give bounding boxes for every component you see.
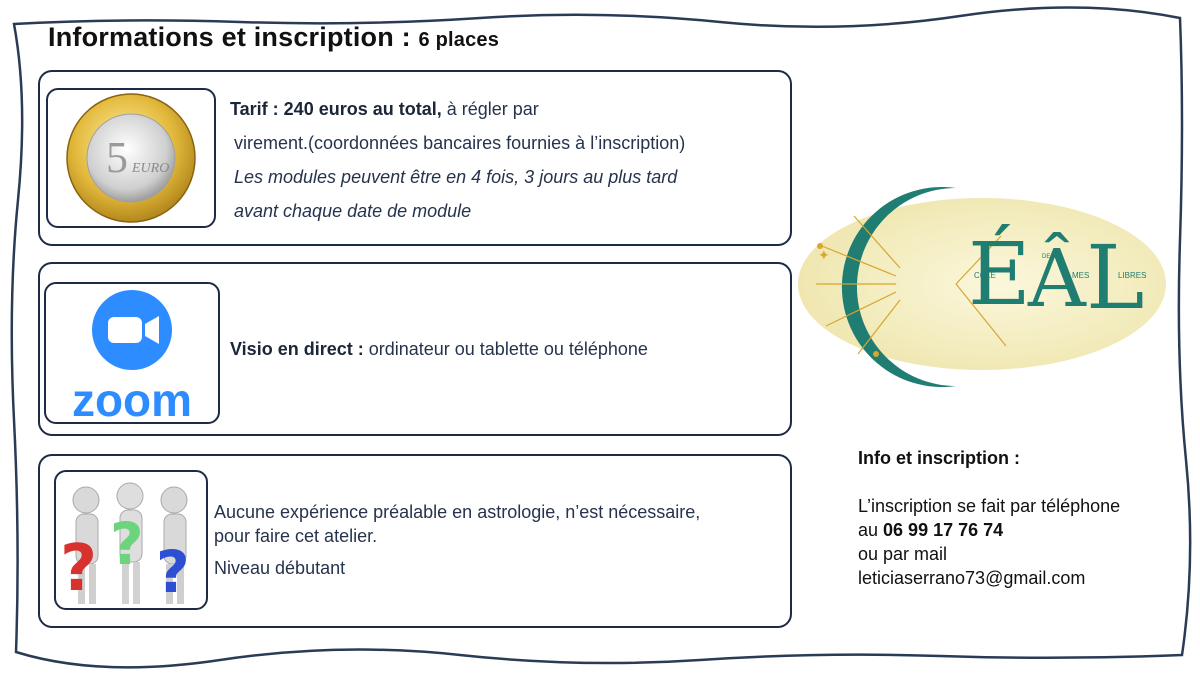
svg-text:COLE: COLE — [974, 271, 996, 280]
zoom-logo-icon: zoom — [72, 290, 192, 422]
svg-text:DES: DES — [1042, 254, 1054, 260]
star-icon: ✦ — [818, 248, 830, 264]
visio-text: Visio en direct : ordinateur ou tablette… — [230, 339, 648, 359]
svg-text:LIBRES: LIBRES — [1118, 271, 1146, 280]
zoom-thumbnail: zoom — [44, 282, 220, 424]
green-question-mark: ? — [110, 510, 144, 578]
svg-text:Â: Â — [1027, 231, 1087, 325]
svg-text:zoom: zoom — [72, 374, 192, 422]
svg-text:É: É — [968, 224, 1031, 325]
contact-heading: Info et inscription : — [858, 448, 1020, 468]
svg-text:5: 5 — [106, 133, 128, 182]
contact-details: L’inscription se fait par téléphone au 0… — [858, 496, 1121, 588]
red-question-mark: ? — [60, 532, 97, 606]
blue-question-mark: ? — [156, 538, 190, 606]
euro-coin-icon: 5 EURO — [66, 93, 196, 223]
email-address[interactable]: leticiaserrano73@gmail.com — [858, 568, 1086, 588]
svg-text:EURO: EURO — [131, 161, 169, 176]
tarif-text: Tarif : 240 euros au total, à régler par… — [230, 99, 686, 221]
phone-number[interactable]: 06 99 17 76 74 — [883, 520, 1004, 540]
coin-thumbnail: 5 EURO — [46, 88, 216, 228]
ecole-logo: ✦ É Â L COLE DES MES LIBRES — [798, 187, 1166, 387]
question-figures-thumbnail: ? ? ? — [54, 470, 208, 610]
page-title: Informations et inscription : 6 places — [48, 22, 500, 52]
svg-text:L: L — [1086, 226, 1144, 329]
niveau-text: Aucune expérience préalable en astrologi… — [214, 502, 701, 578]
svg-text:MES: MES — [1072, 271, 1089, 280]
question-people-icon: ? ? ? — [60, 482, 190, 606]
